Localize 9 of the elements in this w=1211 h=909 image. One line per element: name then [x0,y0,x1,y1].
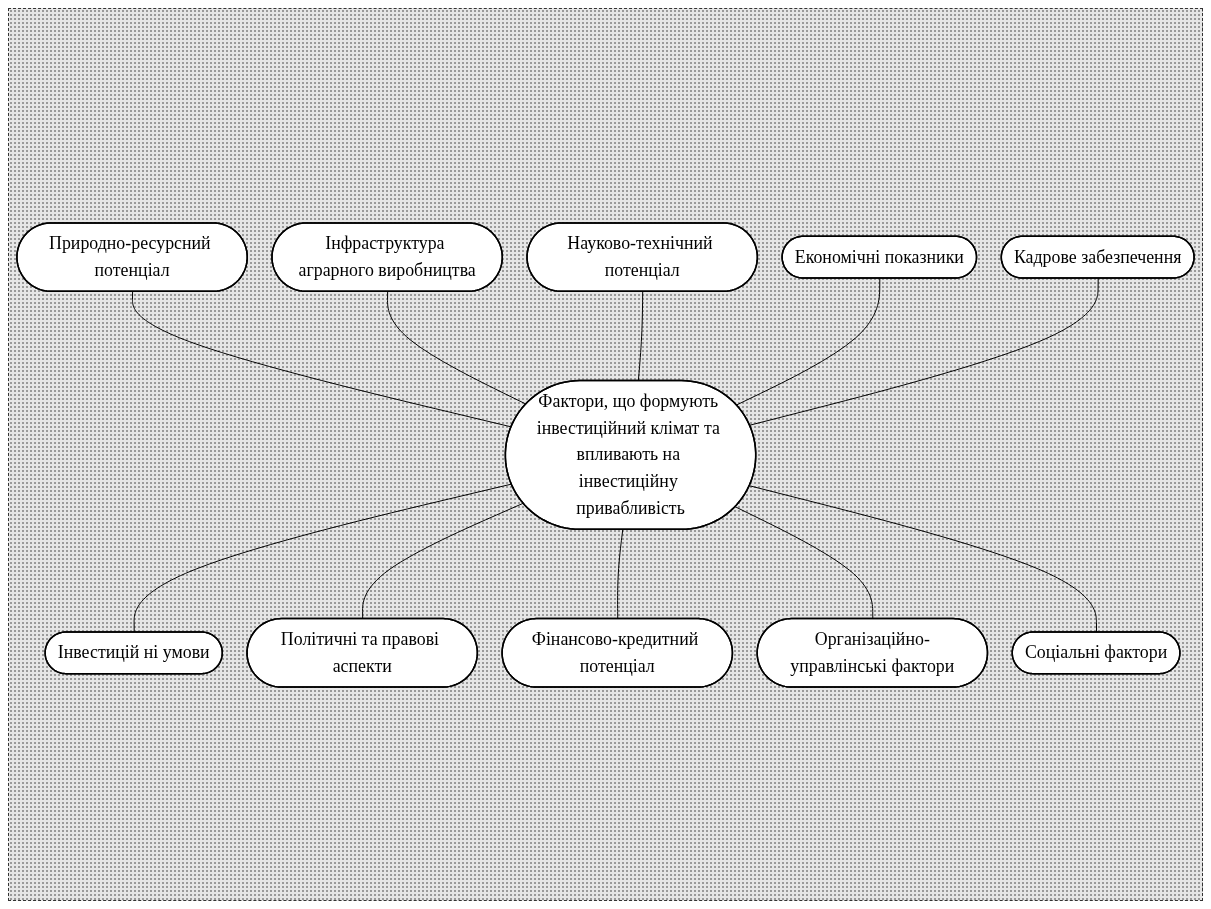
connector [617,528,624,620]
connector [749,484,1098,633]
connector [133,483,513,633]
connector [736,277,881,406]
connector [735,505,874,620]
connector [749,277,1099,426]
connector [387,290,527,405]
connector [362,502,524,620]
connector [637,290,644,382]
